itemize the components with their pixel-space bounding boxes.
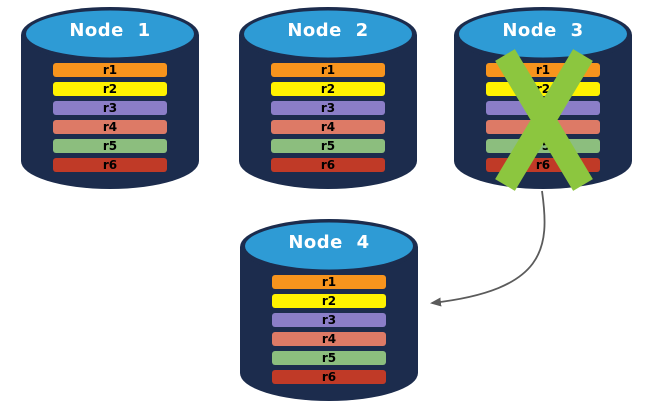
node-4: Node 4 r1 r2 r3 r4 r5 r6 [240, 217, 418, 402]
record-bar: r4 [272, 332, 386, 346]
record-label: r1 [102, 63, 118, 77]
record-bar: r2 [53, 82, 167, 96]
record-bar: r6 [53, 158, 167, 172]
failure-x-icon [495, 49, 593, 191]
record-label: r6 [535, 158, 551, 172]
record-label: r1 [535, 63, 551, 77]
record-bar: r2 [272, 294, 386, 308]
cylinder-top-face [245, 222, 413, 270]
record-bar: r1 [271, 63, 385, 77]
record-list: r1 r2 r3 r4 r5 r6 [53, 63, 167, 177]
record-label: r4 [102, 120, 118, 134]
node-3: Node 3 r1 r2 r3 r4 r5 r6 [454, 5, 632, 191]
record-list: r1 r2 r3 r4 r5 r6 [271, 63, 385, 177]
cylinder-top-face [244, 10, 412, 58]
record-bar: r5 [272, 351, 386, 365]
record-label: r6 [102, 158, 118, 172]
record-bar: r1 [53, 63, 167, 77]
record-label: r3 [321, 313, 337, 327]
node-title: Node 1 [69, 20, 151, 41]
record-label: r3 [102, 101, 118, 115]
record-label: r6 [320, 158, 336, 172]
record-label: r1 [321, 275, 337, 289]
node-2: Node 2 r1 r2 r3 r4 r5 r6 [239, 5, 417, 191]
record-label: r3 [320, 101, 336, 115]
record-bar: r3 [272, 313, 386, 327]
cylinder-top-face [459, 10, 627, 58]
record-label: r1 [320, 63, 336, 77]
record-label: r5 [102, 139, 118, 153]
record-bar: r4 [271, 120, 385, 134]
record-label: r6 [321, 370, 337, 384]
record-label: r2 [321, 294, 337, 308]
record-bar: r4 [53, 120, 167, 134]
record-bar: r5 [271, 139, 385, 153]
record-bar: r2 [271, 82, 385, 96]
record-label: r2 [320, 82, 336, 96]
record-bar: r1 [272, 275, 386, 289]
arrow-path [430, 190, 546, 307]
record-bar: r6 [272, 370, 386, 384]
record-label: r4 [320, 120, 336, 134]
node-title: Node 3 [502, 20, 584, 41]
record-list: r1 r2 r3 r4 r5 r6 [272, 275, 386, 389]
record-label: r5 [320, 139, 336, 153]
record-bar: r3 [271, 101, 385, 115]
record-label: r2 [102, 82, 118, 96]
record-label: r5 [321, 351, 337, 365]
record-bar: r5 [53, 139, 167, 153]
node-1: Node 1 r1 r2 r3 r4 r5 r6 [21, 5, 199, 191]
x-stroke [495, 49, 593, 191]
record-bar: r3 [53, 101, 167, 115]
record-bar: r6 [271, 158, 385, 172]
node-title: Node 2 [287, 20, 369, 41]
record-label: r4 [321, 332, 337, 346]
node-title: Node 4 [288, 232, 370, 253]
cylinder-top-face [26, 10, 194, 58]
